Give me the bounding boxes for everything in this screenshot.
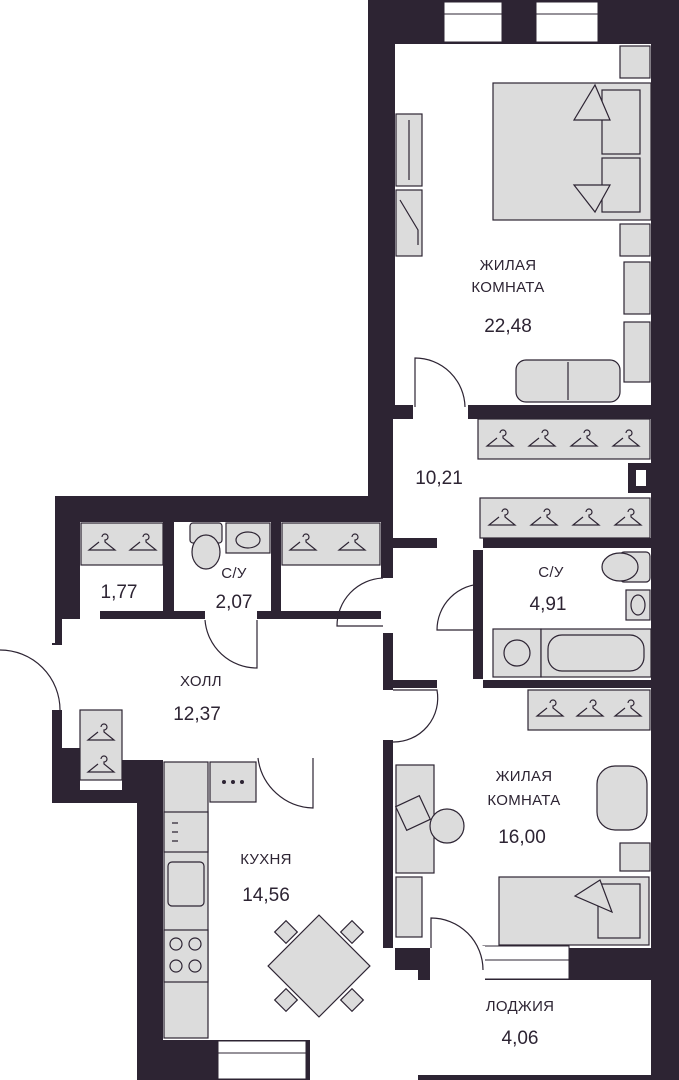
door-bath-right — [436, 583, 484, 631]
door-corridor-hall — [336, 577, 384, 627]
living-top-name-2: КОМНАТА — [471, 279, 544, 296]
wardrobe-closet — [80, 522, 164, 566]
doors — [0, 357, 484, 971]
shelf-right-1 — [623, 261, 651, 315]
nightstand-top — [619, 45, 651, 79]
nightstand-bottom — [619, 223, 651, 257]
living-bottom-area: 16,00 — [498, 827, 546, 848]
wardrobe-corridor-bottom — [479, 497, 651, 539]
window-loggia — [482, 945, 570, 980]
furniture-kitchen — [163, 761, 371, 1039]
living-bottom-name-2: КОМНАТА — [487, 792, 560, 809]
closet-area: 1,77 — [101, 582, 138, 603]
kitchen-name: КУХНЯ — [240, 851, 292, 868]
wardrobe-hall-left — [79, 709, 123, 781]
door-entrance — [0, 649, 61, 711]
furniture-living-top — [395, 45, 652, 403]
furniture-left-rooms — [79, 522, 381, 781]
door-bath-left — [204, 619, 258, 669]
kitchen-sink — [167, 861, 205, 907]
dining-table — [267, 914, 371, 1018]
loggia-area: 4,06 — [502, 1028, 539, 1049]
bath-right-name: С/У — [538, 564, 564, 581]
shelf-bedroom — [395, 876, 423, 938]
window-top-left — [443, 1, 503, 43]
living-top-area: 22,48 — [484, 316, 532, 337]
furniture-bath-right — [492, 551, 652, 678]
living-top-name-1: ЖИЛАЯ — [480, 257, 537, 274]
wardrobe-bedroom — [527, 689, 651, 731]
furniture-corridor — [477, 418, 652, 539]
bath-right-area: 4,91 — [530, 594, 567, 615]
window-top-right — [535, 1, 599, 43]
bath-left-name: С/У — [221, 565, 247, 582]
corridor-area: 10,21 — [415, 468, 463, 489]
shelf-right-2 — [623, 321, 651, 383]
stove — [163, 929, 209, 983]
door-living-bottom — [392, 689, 439, 743]
hall-name: ХОЛЛ — [180, 673, 222, 690]
living-bottom-name-1: ЖИЛАЯ — [496, 768, 553, 785]
walls — [52, 0, 679, 1080]
loggia-name: ЛОДЖИЯ — [486, 998, 555, 1015]
armchair — [596, 765, 648, 831]
desk-left — [395, 189, 423, 257]
hall-area: 12,37 — [173, 704, 221, 725]
kitchen-area: 14,56 — [242, 885, 290, 906]
window-kitchen — [217, 1040, 307, 1080]
door-loggia — [430, 917, 484, 971]
door-living-top — [414, 357, 466, 408]
furniture-living-bottom — [394, 689, 651, 946]
windows — [217, 1, 599, 1080]
bath-left-area: 2,07 — [216, 592, 253, 613]
door-kitchen — [257, 757, 314, 809]
